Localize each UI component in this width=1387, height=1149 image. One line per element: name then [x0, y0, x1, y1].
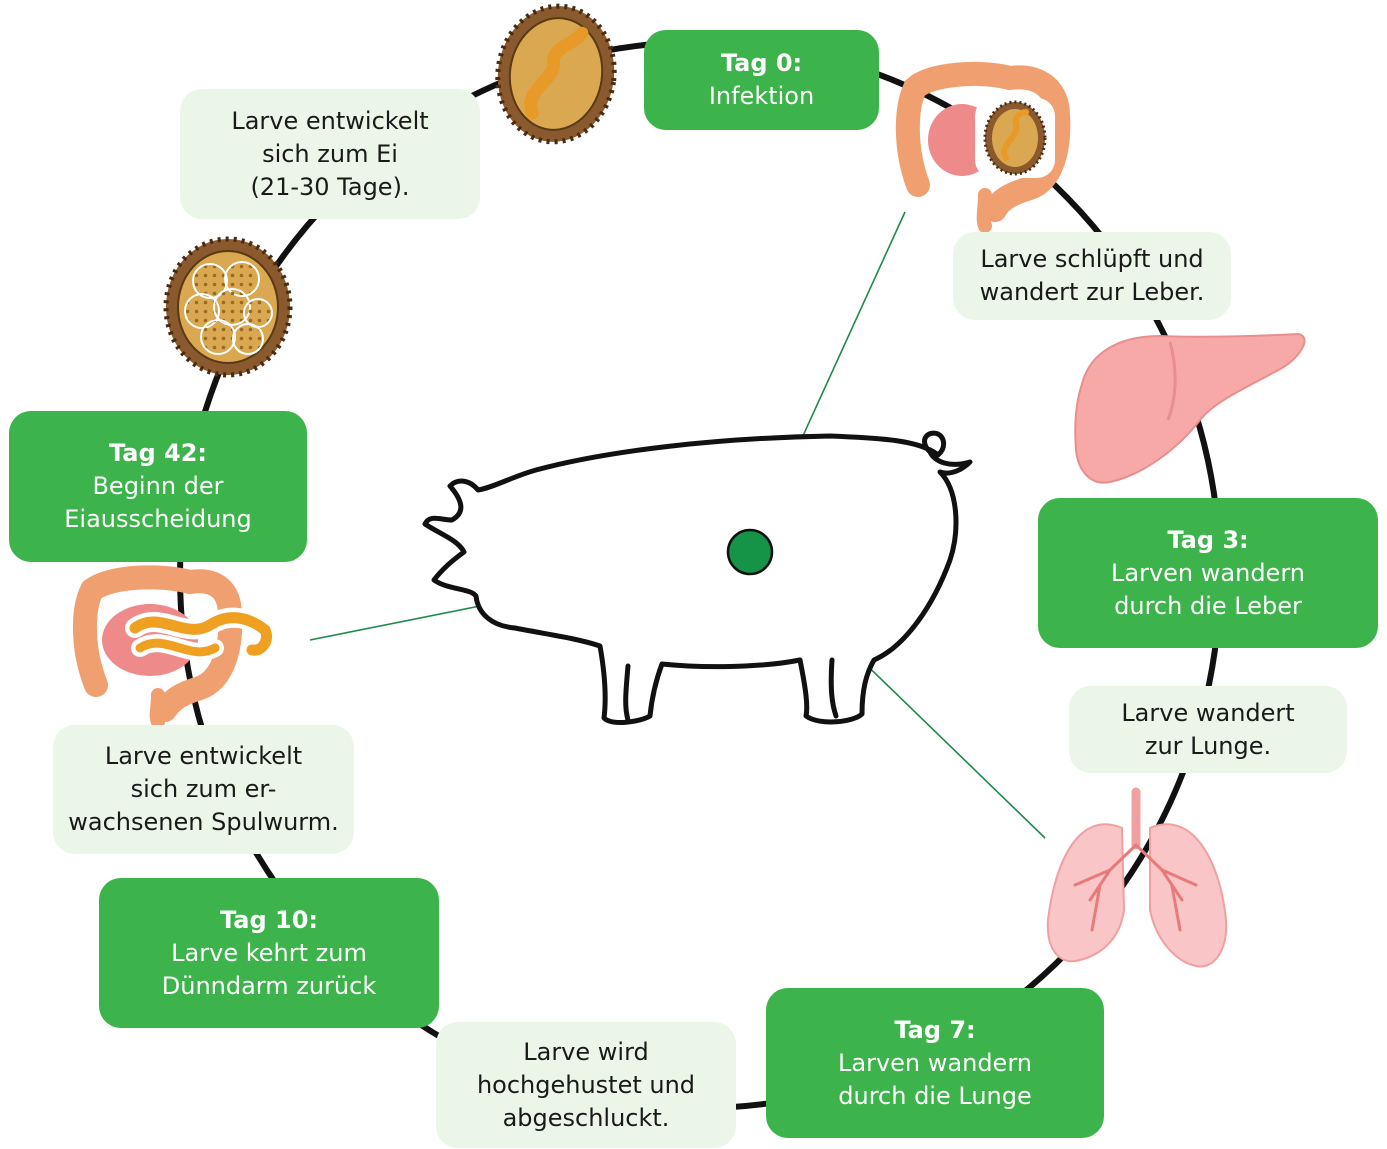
stage-text: Beginn der	[92, 470, 223, 503]
stage-text: Infektion	[709, 80, 814, 113]
lungs-icon	[1048, 792, 1226, 967]
stage-title: Tag 0:	[721, 47, 802, 80]
stage-day-0: Tag 0: Infektion	[644, 30, 879, 130]
stage-day-7: Tag 7: Larven wandern durch die Lunge	[766, 988, 1104, 1138]
pointer-dot	[728, 530, 772, 574]
stage-title: Tag 3:	[1167, 524, 1248, 557]
note-text: (21-30 Tage).	[250, 171, 409, 204]
stage-title: Tag 42:	[109, 437, 207, 470]
stage-text: Larve kehrt zum	[171, 937, 367, 970]
note-to-lung: Larve wandert zur Lunge.	[1069, 686, 1347, 773]
note-larva-to-egg: Larve entwickelt sich zum Ei (21-30 Tage…	[180, 89, 480, 219]
note-text: Larve schlüpft und	[980, 243, 1203, 276]
note-text: Larve wandert	[1121, 697, 1294, 730]
stage-text: durch die Lunge	[838, 1080, 1032, 1113]
stage-day-10: Tag 10: Larve kehrt zum Dünndarm zurück	[99, 878, 439, 1028]
note-text: Larve entwickelt	[231, 105, 428, 138]
stage-day-42: Tag 42: Beginn der Eiausscheidung	[9, 411, 307, 562]
stage-title: Tag 7:	[894, 1014, 975, 1047]
stage-text: Larven wandern	[838, 1047, 1032, 1080]
stage-title: Tag 10:	[220, 904, 318, 937]
note-text: Larve entwickelt	[105, 740, 302, 773]
stage-text: Eiausscheidung	[64, 503, 252, 536]
pig-outline-icon	[425, 433, 970, 722]
note-text: abgeschluckt.	[503, 1102, 670, 1135]
stage-text: Larven wandern	[1111, 557, 1305, 590]
note-text: wachsenen Spulwurm.	[68, 806, 338, 839]
embryonated-egg-icon	[489, 0, 623, 149]
stage-text: durch die Leber	[1114, 590, 1302, 623]
egg-cluster-icon	[166, 239, 290, 375]
note-text: wandert zur Leber.	[980, 276, 1205, 309]
note-text: sich zum er-	[131, 773, 277, 806]
note-text: zur Lunge.	[1145, 730, 1271, 763]
liver-icon	[1075, 334, 1304, 483]
stage-text: Dünndarm zurück	[162, 970, 377, 1003]
note-text: Larve wird	[523, 1036, 649, 1069]
note-adult-worm: Larve entwickelt sich zum er- wachsenen …	[53, 725, 354, 854]
intestine-with-worm-icon	[85, 577, 267, 722]
note-text: hochgehustet und	[477, 1069, 695, 1102]
stage-day-3: Tag 3: Larven wandern durch die Leber	[1038, 498, 1378, 648]
note-text: sich zum Ei	[262, 138, 398, 171]
note-hatch-to-liver: Larve schlüpft und wandert zur Leber.	[953, 232, 1231, 320]
note-coughed-up: Larve wird hochgehustet und abgeschluckt…	[436, 1022, 736, 1148]
